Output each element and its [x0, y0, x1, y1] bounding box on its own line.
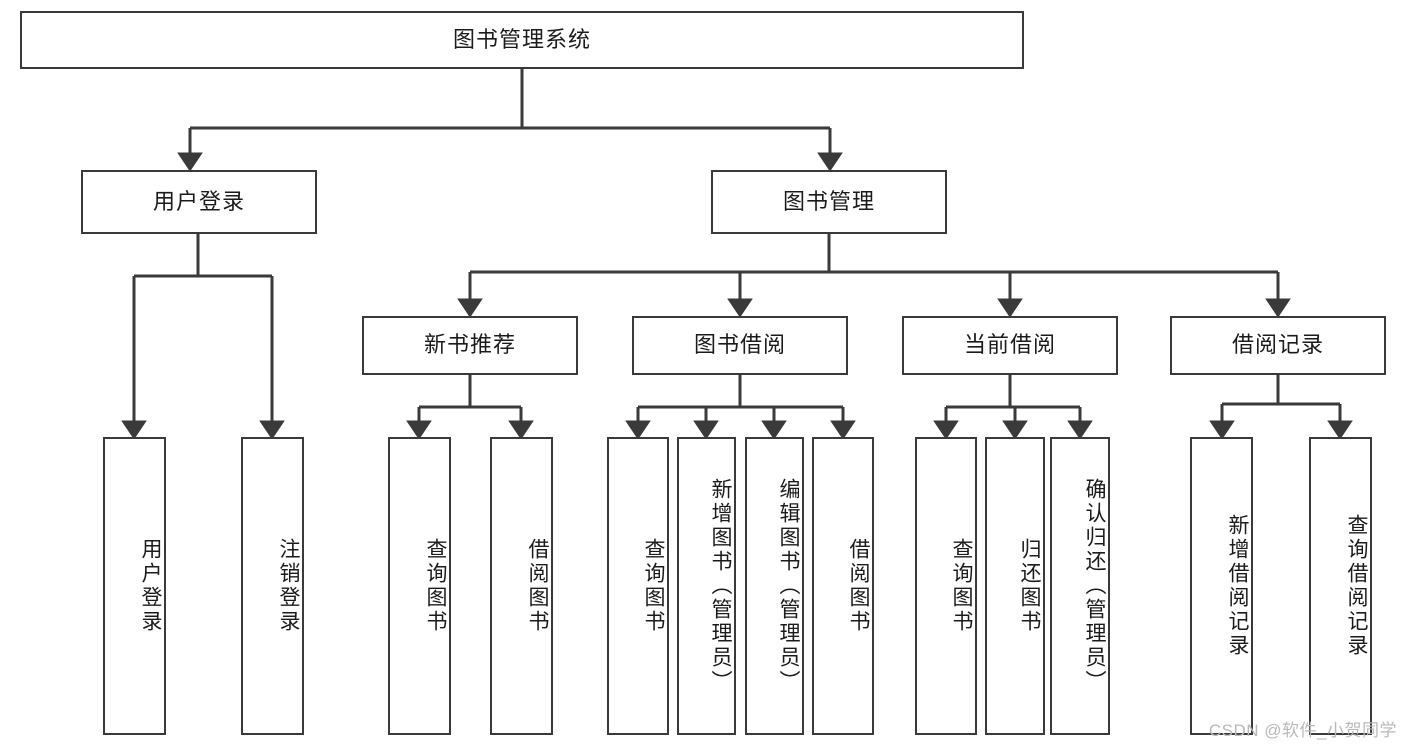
node-new-book-recommend[interactable]: 新书推荐: [362, 316, 578, 375]
node-leaf-add-record[interactable]: 新增借阅记录: [1190, 437, 1253, 735]
node-book-borrow[interactable]: 图书借阅: [632, 316, 848, 375]
node-label: 图书管理: [782, 188, 875, 214]
node-label: 查询图书: [642, 538, 665, 634]
node-borrow-record[interactable]: 借阅记录: [1170, 316, 1386, 375]
node-label: 用户登录: [152, 188, 245, 214]
node-book-manage[interactable]: 图书管理: [711, 170, 947, 234]
node-label: 借阅记录: [1231, 332, 1324, 358]
node-label: 用户登录: [139, 538, 162, 634]
node-label: 注销登录: [277, 538, 300, 634]
node-leaf-add-book[interactable]: 新增图书（管理员）: [677, 437, 736, 735]
node-label: 当前借阅: [963, 332, 1056, 358]
node-leaf-edit-book[interactable]: 编辑图书（管理员）: [745, 437, 804, 735]
node-label: 确认归还（管理员）: [1083, 478, 1106, 694]
node-leaf-borrow-book-1[interactable]: 借阅图书: [490, 437, 553, 735]
node-user-login[interactable]: 用户登录: [81, 170, 317, 234]
node-label: 查询图书: [424, 538, 447, 634]
node-label: 借阅图书: [847, 538, 870, 634]
watermark-text: CSDN @软件_小贺同学: [1208, 721, 1397, 740]
node-leaf-logout[interactable]: 注销登录: [241, 437, 304, 735]
node-label: 新增图书（管理员）: [709, 478, 732, 694]
node-label: 编辑图书（管理员）: [777, 478, 800, 694]
node-root-system[interactable]: 图书管理系统: [20, 11, 1024, 69]
node-leaf-query-book-3[interactable]: 查询图书: [915, 437, 977, 735]
node-label: 新书推荐: [423, 332, 516, 358]
node-leaf-borrow-book-2[interactable]: 借阅图书: [812, 437, 874, 735]
node-label: 查询图书: [950, 538, 973, 634]
node-label: 新增借阅记录: [1226, 514, 1249, 658]
node-label: 查询借阅记录: [1345, 514, 1368, 658]
node-label: 图书管理系统: [452, 26, 591, 52]
node-current-borrow[interactable]: 当前借阅: [902, 316, 1118, 375]
node-leaf-query-book-1[interactable]: 查询图书: [388, 437, 451, 735]
node-leaf-return-book[interactable]: 归还图书: [985, 437, 1045, 735]
node-leaf-query-book-2[interactable]: 查询图书: [607, 437, 669, 735]
node-label: 借阅图书: [526, 538, 549, 634]
node-leaf-confirm-return[interactable]: 确认归还（管理员）: [1050, 437, 1110, 735]
node-leaf-query-record[interactable]: 查询借阅记录: [1309, 437, 1372, 735]
node-leaf-user-login[interactable]: 用户登录: [103, 437, 166, 735]
node-label: 归还图书: [1018, 538, 1041, 634]
node-label: 图书借阅: [693, 332, 786, 358]
